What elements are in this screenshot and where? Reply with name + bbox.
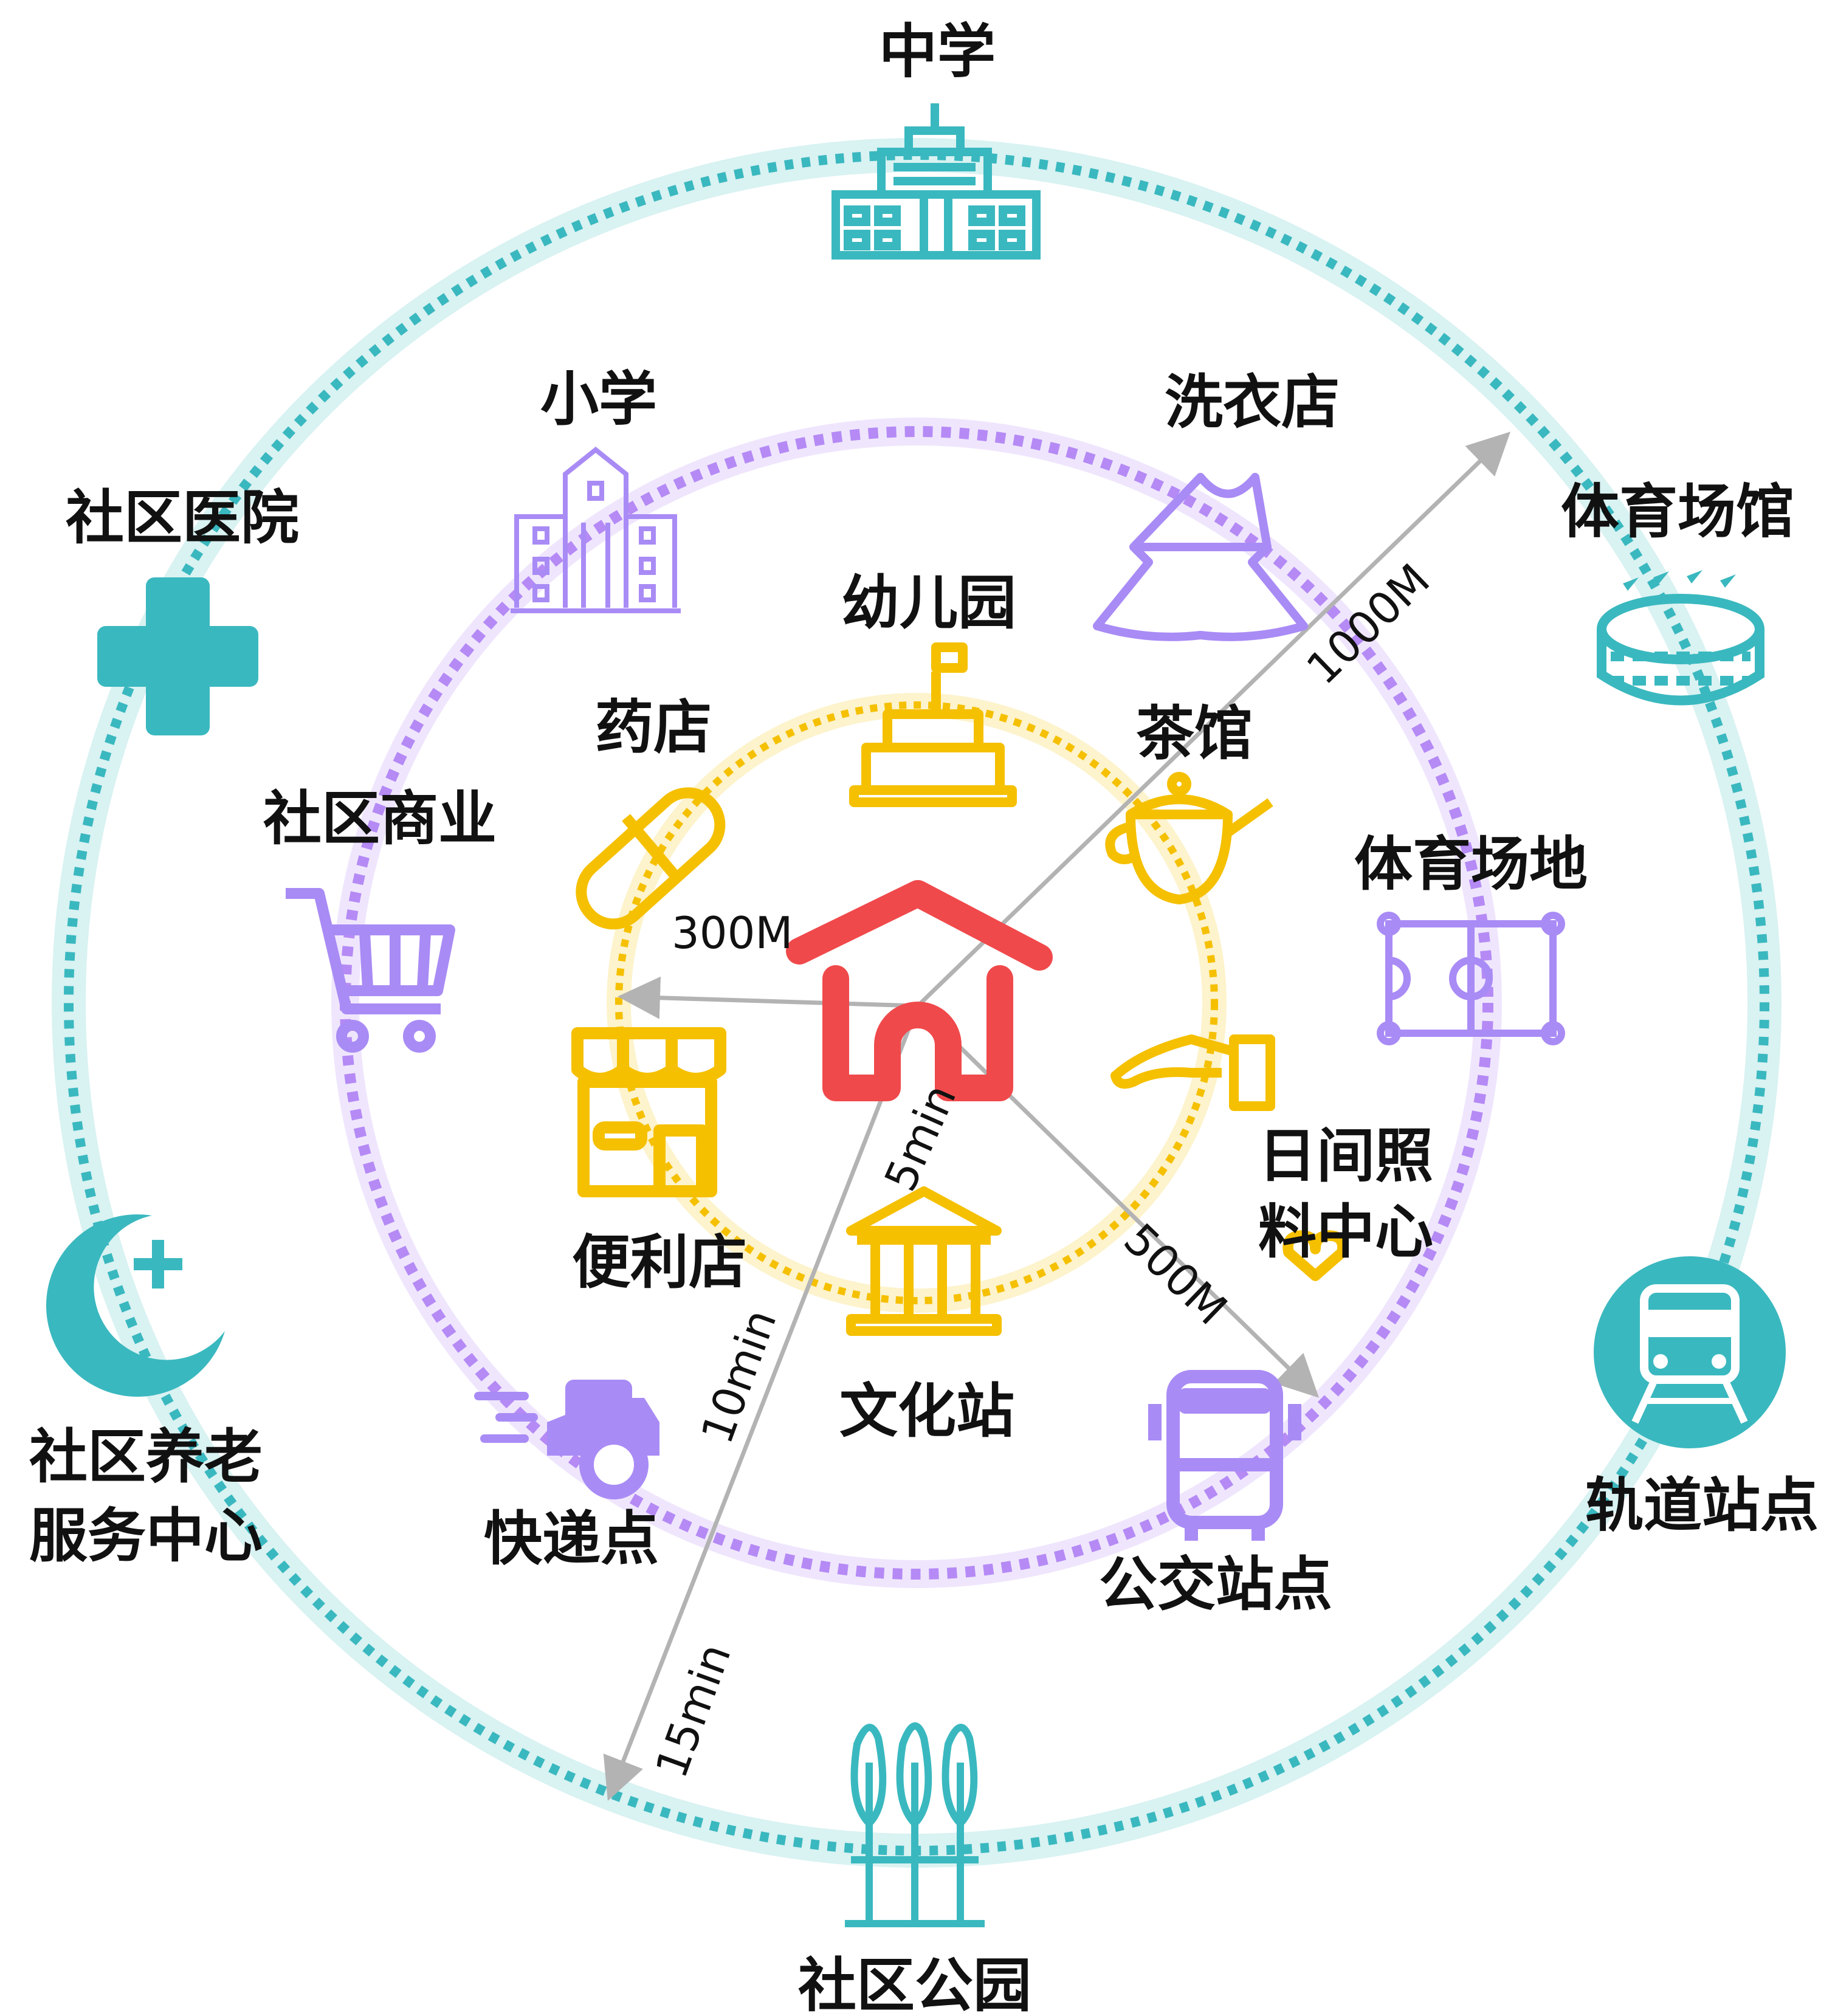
home-icon [786,880,1053,1101]
label-bus-stop: 公交站点 [1099,1550,1332,1619]
time-15min: 15min [646,1637,741,1784]
distance-300m: 300M [672,907,793,958]
label-pharmacy: 药店 [595,693,712,762]
label-express: 快递点 [484,1505,659,1573]
label-laundry: 洗衣店 [1165,368,1340,436]
distance-500m: 500M [1114,1214,1237,1335]
kindergarten-icon [849,642,1017,807]
culture-station-icon [846,1186,1002,1336]
radius-1000m-line [916,432,1511,1008]
elderly-care-icon [46,1214,226,1397]
radius-300m-line [618,976,918,1019]
hospital-cross-icon [97,577,258,735]
label-teahouse: 茶馆 [1136,700,1253,768]
label-sports-venue: 体育场馆 [1561,478,1794,546]
label-elderly-line2: 服务中心 [29,1502,263,1570]
label-kindergarten: 幼儿园 [841,569,1016,637]
bus-icon [1148,1370,1301,1541]
stadium-icon [1597,570,1764,706]
label-primary-school: 小学 [540,365,657,433]
dress-icon [1093,473,1308,641]
shopping-cart-icon [286,888,455,1053]
label-culture-station: 文化站 [839,1377,1014,1445]
radius-15min-line [603,1005,920,1801]
label-elderly-line1: 社区养老 [29,1423,263,1491]
radius-lines [603,432,1511,1801]
label-sports-field: 体育场地 [1354,830,1588,898]
label-community-commerce: 社区商业 [263,785,497,853]
delivery-truck-icon [474,1380,659,1499]
label-day-care-line1: 日间照 [1258,1122,1433,1190]
teapot-icon [1105,772,1273,904]
label-rail-station: 轨道站点 [1585,1471,1819,1540]
primary-school-icon [511,446,681,613]
pill-icon [576,787,726,930]
care-hand-icon [1110,1034,1348,1281]
label-park: 社区公园 [798,1952,1031,2016]
store-icon [571,1027,726,1197]
rail-station-icon [1594,1256,1786,1448]
label-convenience-store: 便利店 [572,1228,747,1296]
label-day-care-line2: 料中心 [1258,1198,1433,1266]
label-middle-school: 中学 [879,18,996,86]
sports-field-icon [1377,912,1565,1045]
middle-school-icon [831,103,1041,260]
label-community-hospital: 社区医院 [66,484,299,552]
radius-500m-line [916,1004,1320,1398]
park-trees-icon [845,1722,985,1927]
